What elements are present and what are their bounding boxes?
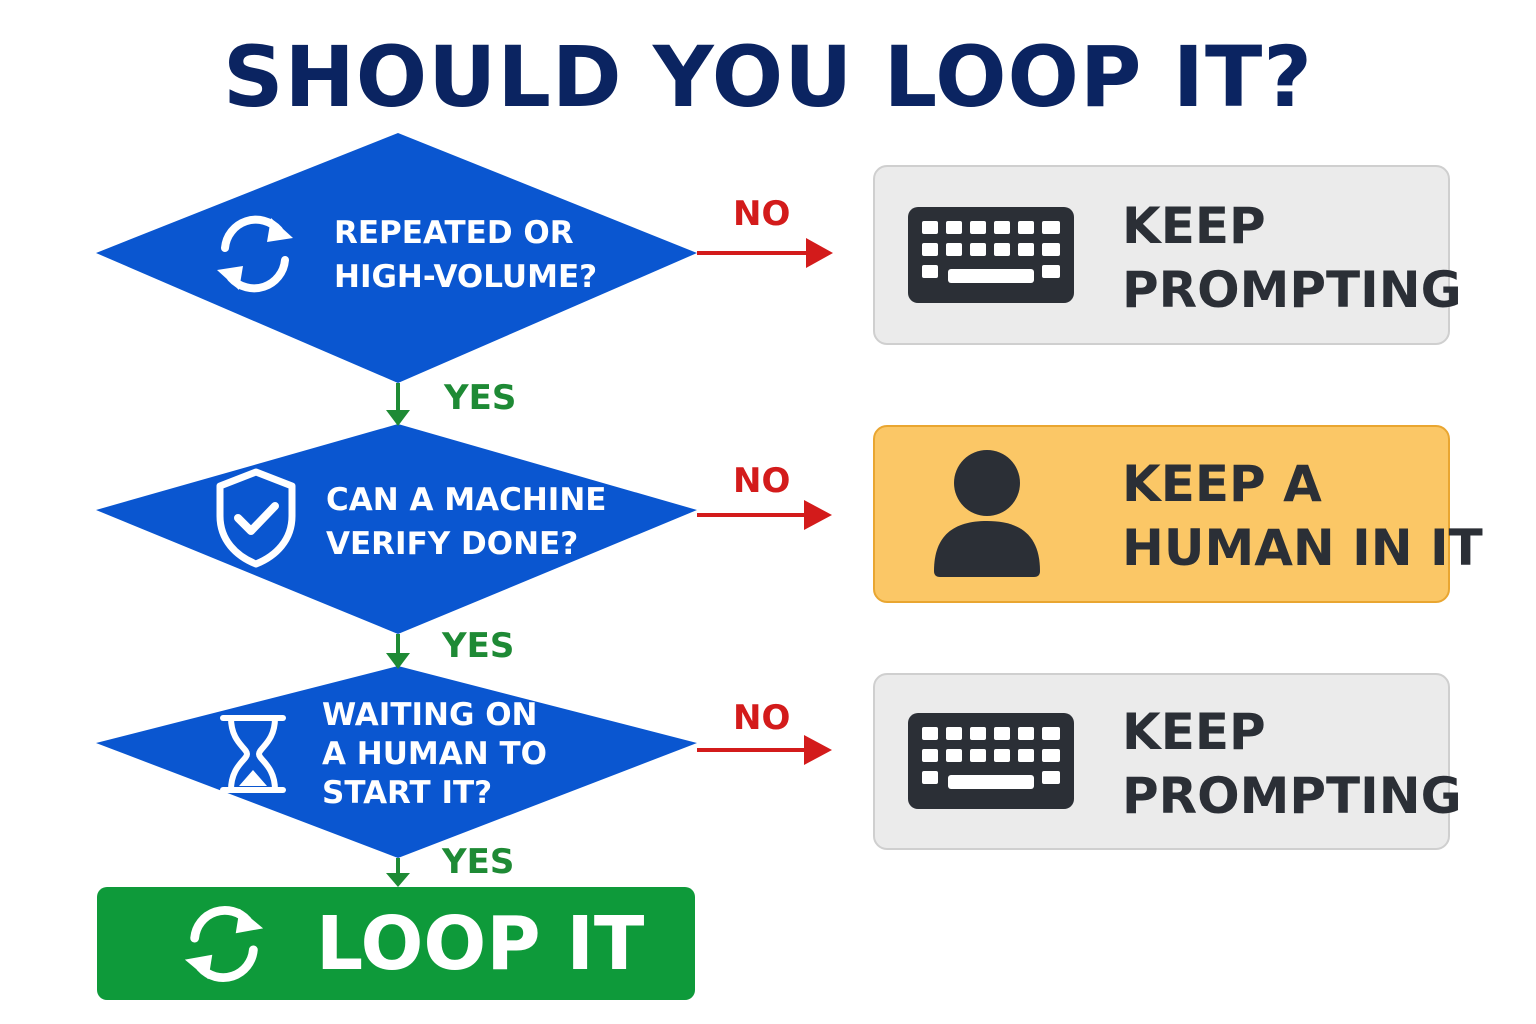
loop-it-box — [97, 887, 695, 1000]
decision-diamond-3 — [96, 666, 697, 858]
outcome-2-line-2: HUMAN IN IT — [1122, 519, 1483, 577]
shield-check-icon — [216, 468, 296, 568]
decision-3-question: WAITING ON A HUMAN TO START IT? — [322, 696, 547, 813]
yes-label-1: YES — [444, 378, 517, 418]
outcome-1-line-2: PROMPTING — [1122, 261, 1462, 319]
person-icon — [934, 450, 1040, 577]
keyboard-icon — [908, 713, 1074, 809]
refresh-icon — [184, 906, 264, 982]
yes-arrow-2 — [386, 634, 410, 669]
outcome-2-label: KEEP A HUMAN IN IT — [1122, 452, 1483, 580]
outcome-2-line-1: KEEP A — [1122, 455, 1322, 513]
no-arrow-1 — [697, 238, 833, 268]
loop-it-label: LOOP IT — [316, 901, 645, 987]
outcome-3-line-2: PROMPTING — [1122, 767, 1462, 825]
keyboard-icon — [908, 207, 1074, 303]
page-title: SHOULD YOU LOOP IT? — [222, 28, 1314, 126]
yes-arrow-3 — [386, 858, 410, 887]
decision-1-line-2: HIGH-VOLUME? — [334, 259, 598, 295]
no-arrow-3 — [697, 735, 832, 765]
decision-1-question: REPEATED OR HIGH-VOLUME? — [334, 211, 597, 299]
decision-diamond-1 — [96, 133, 697, 383]
decision-2-question: CAN A MACHINE VERIFY DONE? — [326, 478, 606, 566]
decision-3-line-1: WAITING ON — [322, 697, 538, 733]
refresh-icon — [217, 215, 293, 293]
decision-3-line-3: START IT? — [322, 775, 493, 811]
decision-3-line-2: A HUMAN TO — [322, 736, 547, 772]
no-label-3: NO — [733, 698, 791, 738]
outcome-1-line-1: KEEP — [1122, 197, 1266, 255]
outcome-1-label: KEEP PROMPTING — [1122, 194, 1462, 322]
outcome-3-line-1: KEEP — [1122, 703, 1266, 761]
decision-1-line-1: REPEATED OR — [334, 215, 574, 251]
hourglass-icon — [220, 715, 286, 793]
no-label-1: NO — [733, 194, 791, 234]
no-arrow-2 — [697, 500, 832, 530]
yes-label-3: YES — [442, 842, 515, 882]
decision-2-line-1: CAN A MACHINE — [326, 482, 607, 518]
no-label-2: NO — [733, 461, 791, 501]
outcome-3-label: KEEP PROMPTING — [1122, 700, 1462, 828]
decision-2-line-2: VERIFY DONE? — [326, 526, 579, 562]
yes-arrow-1 — [386, 383, 410, 426]
yes-label-2: YES — [442, 626, 515, 666]
